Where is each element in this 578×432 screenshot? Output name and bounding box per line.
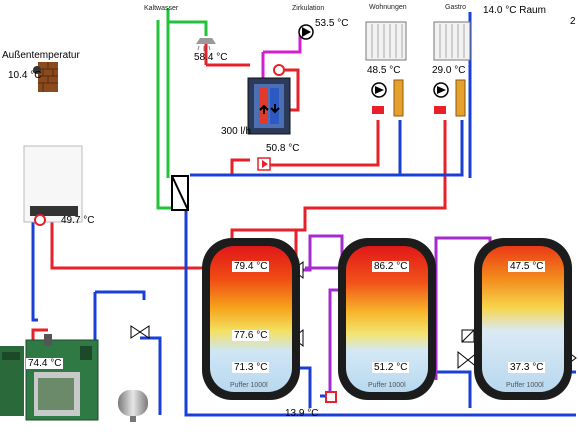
- shower-temp: 58.4 °C: [194, 52, 228, 63]
- kaltwasser-label: Kaltwasser: [144, 5, 179, 12]
- tank1-mid-temp: 77.6 °C: [232, 330, 270, 341]
- circulation-pipe: [261, 35, 302, 80]
- gastro-label: Gastro: [445, 4, 467, 11]
- zirkulation-label: Zirkulation: [292, 5, 325, 12]
- return-temp-hotwater: 50.8 °C: [266, 143, 300, 154]
- tank2-bottom-temp: 51.2 °C: [372, 362, 410, 373]
- circulation-pump-icon: [298, 24, 314, 40]
- wall-boiler-icon: [23, 145, 83, 226]
- sensor-icon: [325, 391, 337, 403]
- tank3-top-temp: 47.5 °C: [508, 261, 546, 272]
- room-temperature: 14.0 °C Raum: [483, 5, 546, 16]
- motor-valve-icon: [461, 329, 475, 343]
- edge-label: 2: [570, 16, 576, 27]
- gastro-temp: 29.0 °C: [432, 65, 466, 76]
- shower-icon: [196, 38, 216, 51]
- hot-water-station: [247, 64, 291, 135]
- floor-boiler-icon: [0, 334, 99, 421]
- hot-pipes: [31, 40, 447, 346]
- tank2-top-temp: 86.2 °C: [372, 261, 410, 272]
- mixing-valve-icon: [257, 157, 271, 171]
- wall-boiler-temp: 49.7 °C: [61, 215, 95, 226]
- radiator-gastro-icon: [433, 21, 471, 61]
- wohnungen-temp: 48.5 °C: [367, 65, 401, 76]
- tank3-bottom-temp: 37.3 °C: [508, 362, 546, 373]
- expansion-vessel-icon: [118, 390, 148, 422]
- tank1-bottom-temp: 71.3 °C: [232, 362, 270, 373]
- tank1-top-temp: 79.4 °C: [232, 261, 270, 272]
- radiator-wohnungen-icon: [365, 21, 407, 61]
- return-line-temp: 13.9 °C: [285, 408, 319, 419]
- wohnungen-label: Wohnungen: [369, 4, 407, 11]
- buffer-tank-3: [474, 238, 572, 400]
- outdoor-temp-label: Außentemperatur: [2, 50, 80, 61]
- buffer-tank-2: [338, 238, 436, 400]
- circulation-temp: 53.5 °C: [315, 18, 349, 29]
- tank3-label: Puffer 1000l: [506, 382, 544, 389]
- pump-group-gastro: [433, 79, 466, 117]
- heat-exchanger-icon: [171, 175, 189, 211]
- floor-boiler-temp: 74.4 °C: [26, 358, 64, 369]
- tank1-label: Puffer 1000l: [230, 382, 268, 389]
- tank2-label: Puffer 1000l: [368, 382, 406, 389]
- flow-rate: 300 l/h: [221, 126, 252, 137]
- pump-group-wohnungen: [371, 79, 404, 117]
- wall-brick-icon: [33, 62, 58, 92]
- buffer-tank-1: [202, 238, 300, 400]
- outdoor-temp-value: 10.4 °C: [8, 70, 42, 81]
